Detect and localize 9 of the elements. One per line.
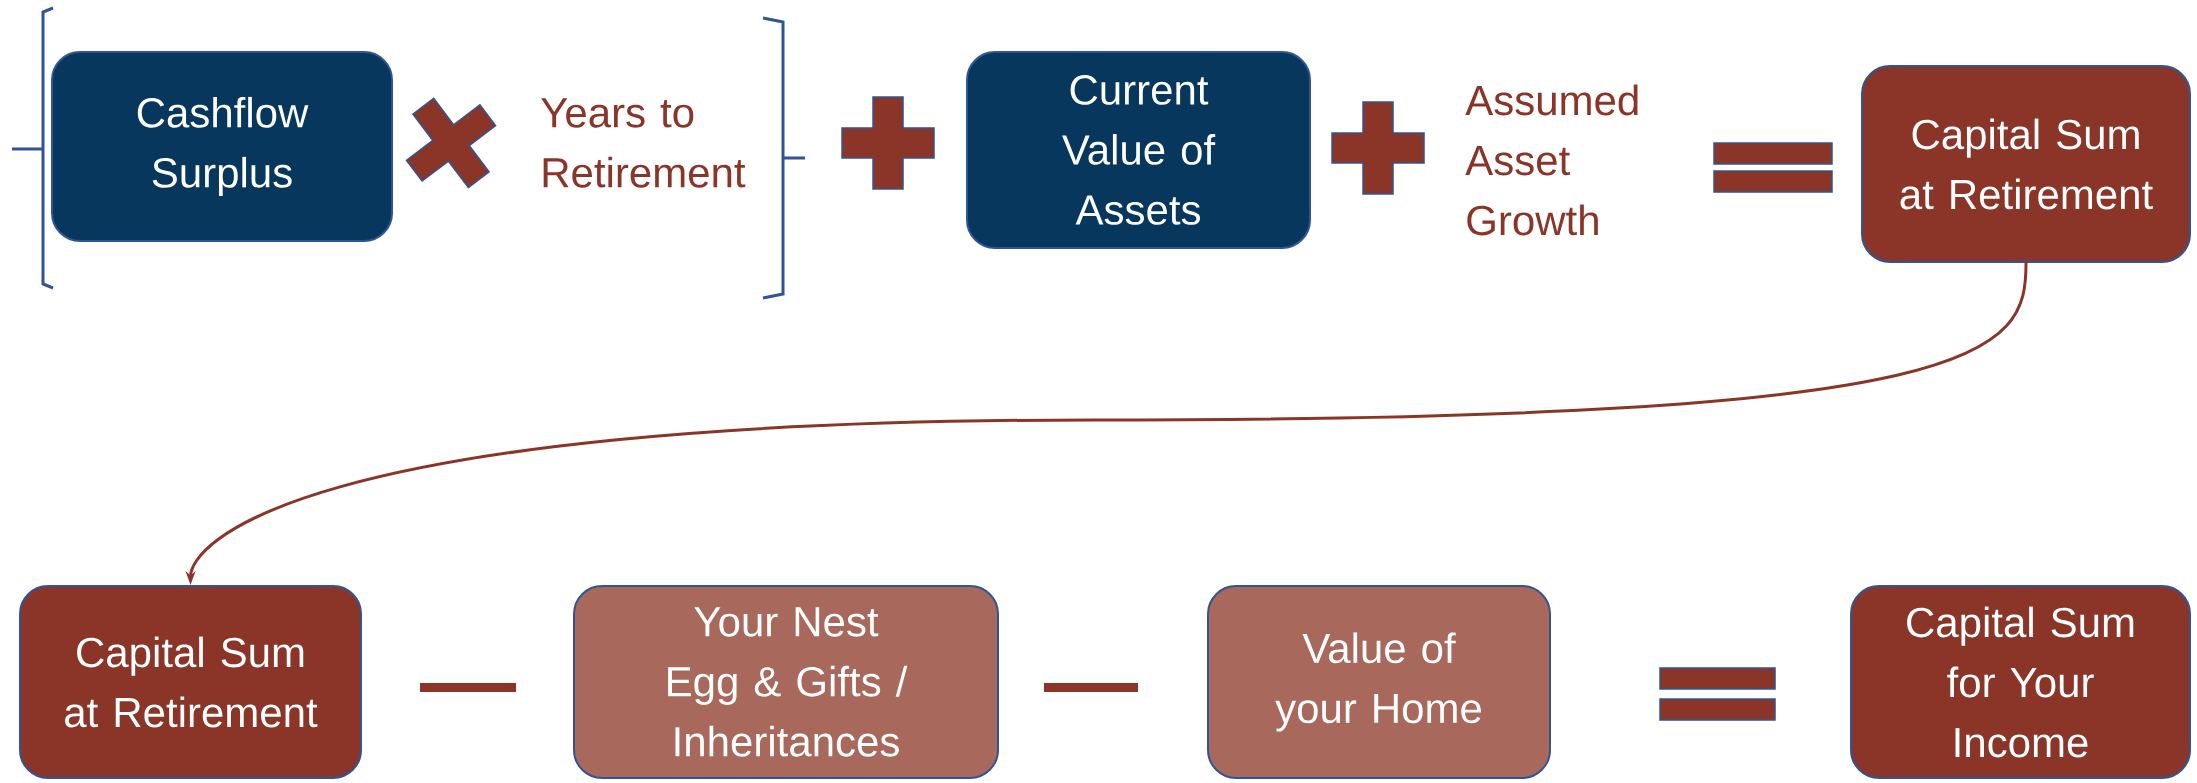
rounded-box: Capital Sum at Retirement	[1861, 65, 2191, 263]
rounded-box: Capital Sum at Retirement	[19, 585, 362, 779]
rounded-box: Current Value of Assets	[966, 51, 1311, 249]
rounded-box: Cashflow Surplus	[51, 51, 393, 242]
rounded-box: Value of your Home	[1207, 585, 1551, 779]
rounded-box: Your Nest Egg & Gifts / Inheritances	[573, 585, 999, 779]
label-text: Years to Retirement	[541, 98, 746, 188]
rounded-box: Capital Sum for Your Income	[1850, 585, 2191, 779]
label-text: Assumed Asset Growth	[1465, 84, 1638, 236]
